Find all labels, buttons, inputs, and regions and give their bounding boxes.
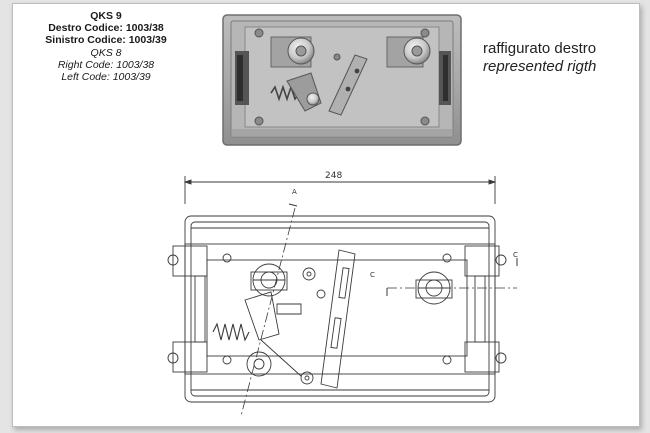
catalog-page: QKS 9 Destro Codice: 1003/38 Sinistro Co… (12, 3, 640, 427)
model-name-italic: QKS 8 (90, 46, 122, 59)
left-code-italian: Sinistro Codice: 1003/39 (45, 34, 167, 47)
section-c-left-label: C (370, 271, 375, 279)
section-c-right-label: C (513, 251, 518, 259)
section-a-label: A (292, 188, 297, 196)
left-code-english: Left Code: 1003/39 (61, 71, 151, 84)
model-name-bold: QKS 9 (90, 10, 122, 22)
technical-drawing (167, 176, 518, 417)
product-spec-block: QKS 9 Destro Codice: 1003/38 Sinistro Co… (21, 10, 191, 83)
right-code-english: Right Code: 1003/38 (57, 58, 155, 71)
caption-english: represented rigth (483, 58, 597, 75)
caption-italian: raffigurato destro (483, 40, 597, 57)
dimension-248-label: 248 (325, 171, 343, 181)
right-code-italian: Destro Codice: 1003/38 (48, 22, 164, 35)
orientation-caption: raffigurato destro represented rigth (483, 40, 633, 76)
product-photo (209, 11, 471, 154)
